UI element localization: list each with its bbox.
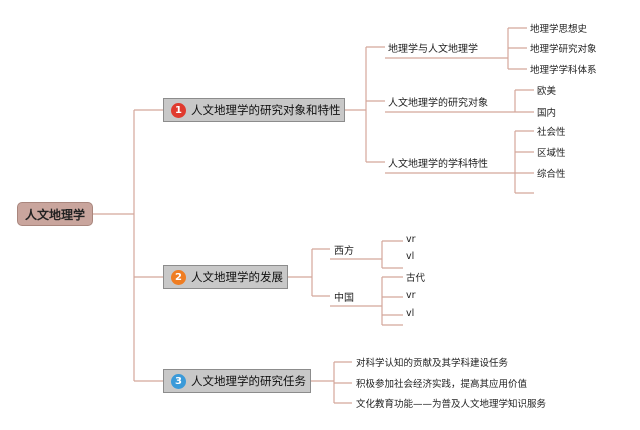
- leaf-geography-discipline-system[interactable]: 地理学学科体系: [530, 65, 597, 76]
- branch-label-1: 人文地理学的研究对象和特性: [191, 103, 341, 117]
- leaf-west-vl[interactable]: vl: [406, 251, 415, 262]
- leaf-china-vr[interactable]: vr: [406, 290, 416, 301]
- task-social-economic-practice[interactable]: 积极参加社会经济实践，提高其应用价值: [356, 379, 528, 390]
- leaf-europe-america[interactable]: 欧美: [537, 86, 557, 97]
- subtopic-human-geography-research-object[interactable]: 人文地理学的研究对象: [388, 98, 488, 109]
- leaf-china-vl[interactable]: vl: [406, 308, 415, 319]
- leaf-china-ancient[interactable]: 古代: [406, 273, 426, 284]
- branch-node-1[interactable]: 1 人文地理学的研究对象和特性: [163, 98, 345, 122]
- leaf-regional[interactable]: 区域性: [537, 148, 566, 159]
- leaf-social[interactable]: 社会性: [537, 127, 566, 138]
- leaf-west-vr[interactable]: vr: [406, 234, 416, 245]
- subtopic-human-geography-characteristics[interactable]: 人文地理学的学科特性: [388, 159, 488, 170]
- leaf-comprehensive[interactable]: 综合性: [537, 169, 566, 180]
- branch-node-3[interactable]: 3 人文地理学的研究任务: [163, 369, 311, 393]
- task-scientific-contribution[interactable]: 对科学认知的贡献及其学科建设任务: [356, 358, 509, 369]
- number-badge-3: 3: [171, 373, 186, 389]
- branch-label-3: 人文地理学的研究任务: [191, 374, 306, 388]
- branch-node-2[interactable]: 2 人文地理学的发展: [163, 265, 288, 289]
- task-cultural-education[interactable]: 文化教育功能——为普及人文地理学知识服务: [356, 399, 547, 410]
- leaf-domestic[interactable]: 国内: [537, 108, 557, 119]
- subtopic-geography-and-human-geography[interactable]: 地理学与人文地理学: [388, 44, 478, 55]
- number-badge-1: 1: [171, 102, 186, 118]
- subtopic-west[interactable]: 西方: [334, 246, 354, 257]
- subtopic-china[interactable]: 中国: [334, 293, 354, 304]
- leaf-geography-thought-history[interactable]: 地理学思想史: [530, 24, 588, 35]
- leaf-geography-research-object[interactable]: 地理学研究对象: [530, 44, 597, 55]
- branch-label-2: 人文地理学的发展: [191, 270, 283, 284]
- root-node[interactable]: 人文地理学: [17, 202, 93, 226]
- number-badge-2: 2: [171, 269, 186, 285]
